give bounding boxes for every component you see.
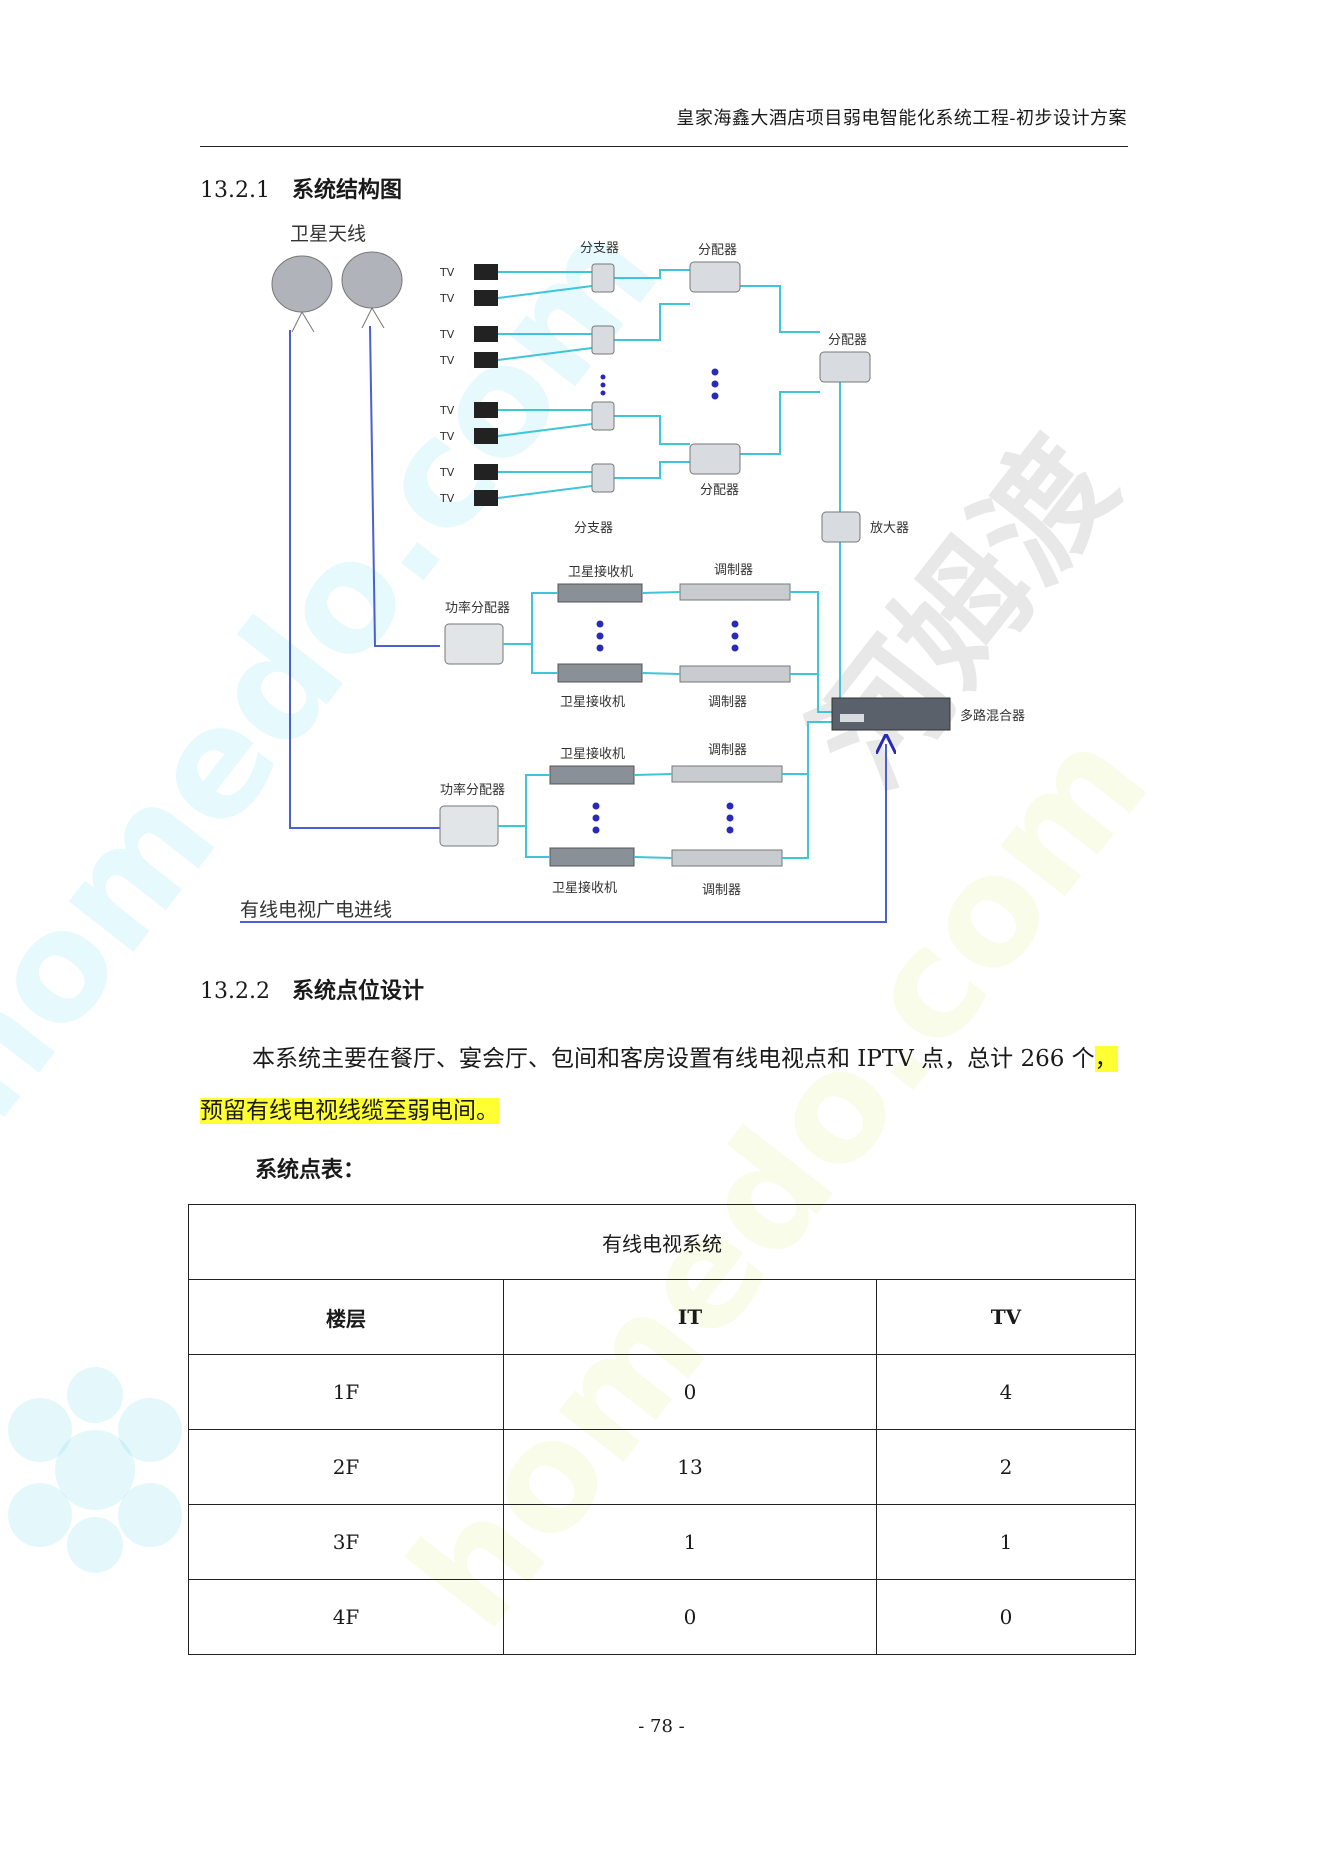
satellite-receiver-icon bbox=[549, 765, 635, 785]
table-cell: 1F bbox=[188, 1354, 504, 1430]
amplifier-icon bbox=[821, 511, 861, 543]
satellite-label: 卫星天线 bbox=[290, 223, 366, 245]
system-structure-diagram: 卫星天线 TV TV TV TV TV TV TV TV bbox=[240, 223, 1025, 923]
modulator-label: 调制器 bbox=[708, 743, 747, 758]
table-header-row: 楼层 IT TV bbox=[188, 1279, 1136, 1355]
satellite-receiver-icon bbox=[557, 663, 643, 683]
satellite-dish-icon bbox=[271, 255, 333, 333]
section-number: 13.2.2 bbox=[200, 979, 270, 1004]
distributor-label: 分配器 bbox=[700, 483, 739, 498]
distributor-icon bbox=[689, 261, 871, 475]
splitter-label: 分支器 bbox=[574, 521, 613, 536]
distributor-label: 分配器 bbox=[698, 243, 737, 258]
column-header-it: IT bbox=[503, 1279, 877, 1355]
mixer-label: 多路混合器 bbox=[960, 708, 1025, 724]
splitter-label: 分支器 bbox=[580, 241, 619, 256]
tv-label: TV bbox=[439, 466, 455, 479]
table-row: 3F 1 1 bbox=[188, 1504, 1136, 1580]
modulator-icon bbox=[679, 583, 791, 601]
header-rule bbox=[200, 146, 1128, 147]
section-heading-points: 13.2.2 系统点位设计 bbox=[200, 973, 424, 1005]
table-cell: 4F bbox=[188, 1579, 504, 1655]
modulator-icon bbox=[671, 849, 783, 867]
table-cell: 1 bbox=[876, 1504, 1136, 1580]
splitter-icon bbox=[591, 263, 615, 493]
power-divider-label: 功率分配器 bbox=[440, 782, 505, 798]
tv-label: TV bbox=[439, 404, 455, 417]
paragraph-text: 本系统主要在餐厅、宴会厅、包间和客房设置有线电视点和 IPTV 点，总计 266… bbox=[252, 1046, 1095, 1072]
satellite-receiver-icon bbox=[557, 583, 643, 603]
table-cell: 0 bbox=[876, 1579, 1136, 1655]
table-row: 2F 13 2 bbox=[188, 1429, 1136, 1505]
modulator-label: 调制器 bbox=[708, 695, 747, 710]
section-number: 13.2.1 bbox=[200, 178, 270, 203]
tv-label: TV bbox=[439, 354, 455, 367]
amplifier-label: 放大器 bbox=[870, 521, 909, 536]
column-header-floor: 楼层 bbox=[188, 1279, 504, 1355]
modulator-icon bbox=[671, 765, 783, 783]
cable-label: 有线电视广电进线 bbox=[240, 899, 392, 921]
tv-label: TV bbox=[439, 328, 455, 341]
table-cell: 4 bbox=[876, 1354, 1136, 1430]
table-cell: 0 bbox=[503, 1354, 877, 1430]
receiver-label: 卫星接收机 bbox=[568, 564, 633, 580]
receiver-label: 卫星接收机 bbox=[552, 880, 617, 896]
table-cell: 3F bbox=[188, 1504, 504, 1580]
table-cell: 2F bbox=[188, 1429, 504, 1505]
page-number: - 78 - bbox=[638, 1716, 685, 1737]
multi-way-mixer-icon bbox=[831, 697, 951, 731]
tv-label: TV bbox=[439, 266, 455, 279]
table-caption: 系统点表： bbox=[255, 1157, 366, 1183]
satellite-dish-icon bbox=[341, 251, 403, 329]
table-row: 1F 0 4 bbox=[188, 1354, 1136, 1430]
modulator-label: 调制器 bbox=[714, 563, 753, 578]
tv-label: TV bbox=[439, 430, 455, 443]
modulator-label: 调制器 bbox=[702, 883, 741, 898]
tv-group: TV TV TV TV TV TV TV TV bbox=[439, 266, 455, 505]
header-title: 皇家海鑫大酒店项目弱电智能化系统工程-初步设计方案 bbox=[676, 108, 1127, 129]
receiver-label: 卫星接收机 bbox=[560, 694, 625, 710]
table-cell: 2 bbox=[876, 1429, 1136, 1505]
tv-label: TV bbox=[439, 292, 455, 305]
receiver-label: 卫星接收机 bbox=[560, 746, 625, 762]
modulator-icon bbox=[679, 665, 791, 683]
power-divider-icon bbox=[444, 623, 504, 665]
table-title-row: 有线电视系统 bbox=[188, 1204, 1136, 1280]
table-row: 4F 0 0 bbox=[188, 1579, 1136, 1655]
watermark-flower-icon bbox=[8, 1367, 182, 1573]
table-cell: 13 bbox=[503, 1429, 877, 1505]
table-title: 有线电视系统 bbox=[188, 1204, 1136, 1280]
power-divider-icon bbox=[439, 805, 499, 847]
table-cell: 0 bbox=[503, 1579, 877, 1655]
section-title: 系统结构图 bbox=[291, 177, 402, 203]
distributor-label: 分配器 bbox=[828, 333, 867, 348]
tv-label: TV bbox=[439, 492, 455, 505]
system-points-table: 有线电视系统 楼层 IT TV 1F 0 4 2F 13 2 3F 1 1 4F… bbox=[188, 1204, 1136, 1655]
column-header-tv: TV bbox=[876, 1279, 1136, 1355]
tv-icon bbox=[474, 264, 498, 506]
power-divider-label: 功率分配器 bbox=[445, 600, 510, 616]
section-heading-structure: 13.2.1 系统结构图 bbox=[200, 172, 402, 204]
table-cell: 1 bbox=[503, 1504, 877, 1580]
satellite-receiver-icon bbox=[549, 847, 635, 867]
body-paragraph: 本系统主要在餐厅、宴会厅、包间和客房设置有线电视点和 IPTV 点，总计 266… bbox=[200, 1033, 1122, 1137]
section-title: 系统点位设计 bbox=[291, 978, 424, 1004]
